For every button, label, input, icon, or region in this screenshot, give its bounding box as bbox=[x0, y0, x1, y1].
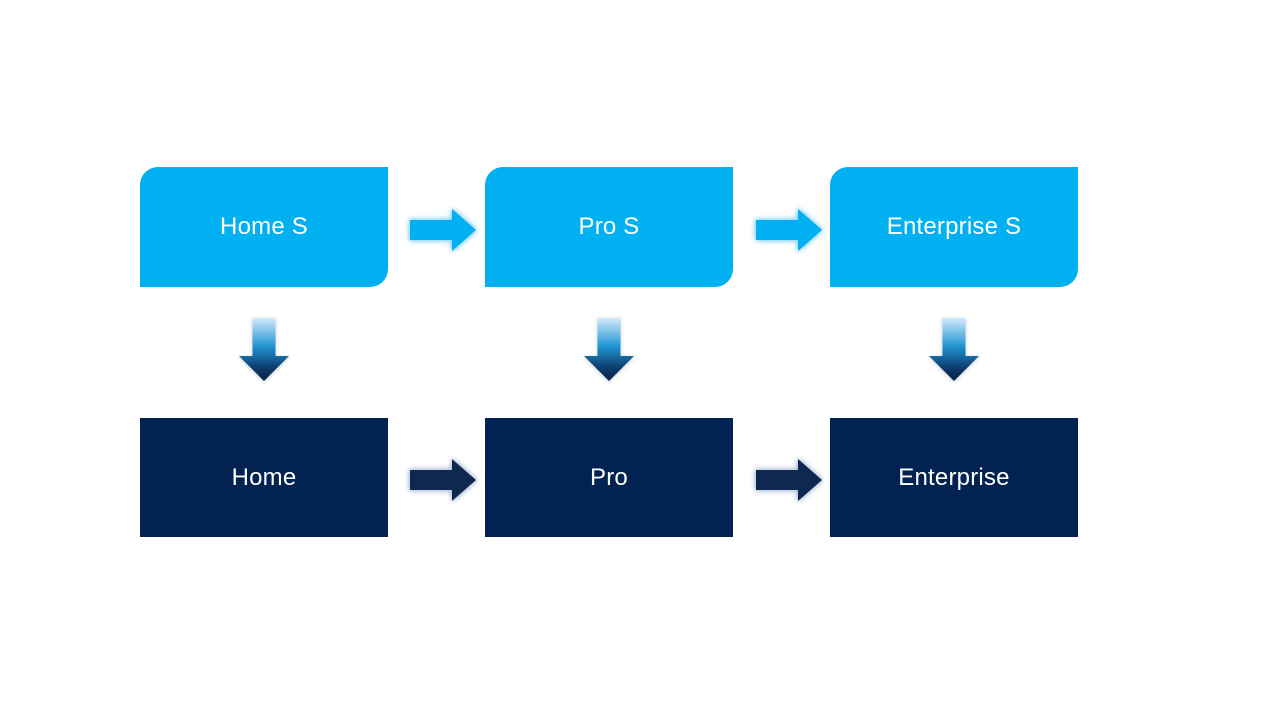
box-enterprise-s: Enterprise S bbox=[830, 167, 1078, 287]
box-pro-s-label: Pro S bbox=[578, 213, 640, 240]
down-arrow-icon-1 bbox=[239, 318, 289, 381]
box-home-s: Home S bbox=[140, 167, 388, 287]
right-arrow-icon-top-2 bbox=[756, 205, 822, 255]
down-arrow-icon-3 bbox=[929, 318, 979, 381]
box-enterprise-s-label: Enterprise S bbox=[886, 213, 1022, 240]
right-arrow-icon-bottom-2 bbox=[756, 455, 822, 505]
box-home: Home bbox=[140, 418, 388, 537]
box-home-s-label: Home S bbox=[220, 213, 308, 240]
right-arrow-icon-top-1 bbox=[410, 205, 476, 255]
right-arrow-icon-bottom-1 bbox=[410, 455, 476, 505]
box-pro: Pro bbox=[485, 418, 733, 537]
box-enterprise: Enterprise bbox=[830, 418, 1078, 537]
box-pro-s: Pro S bbox=[485, 167, 733, 287]
box-pro-label: Pro bbox=[590, 463, 628, 491]
box-enterprise-label: Enterprise bbox=[898, 463, 1010, 491]
box-home-label: Home bbox=[231, 463, 297, 491]
down-arrow-icon-2 bbox=[584, 318, 634, 381]
